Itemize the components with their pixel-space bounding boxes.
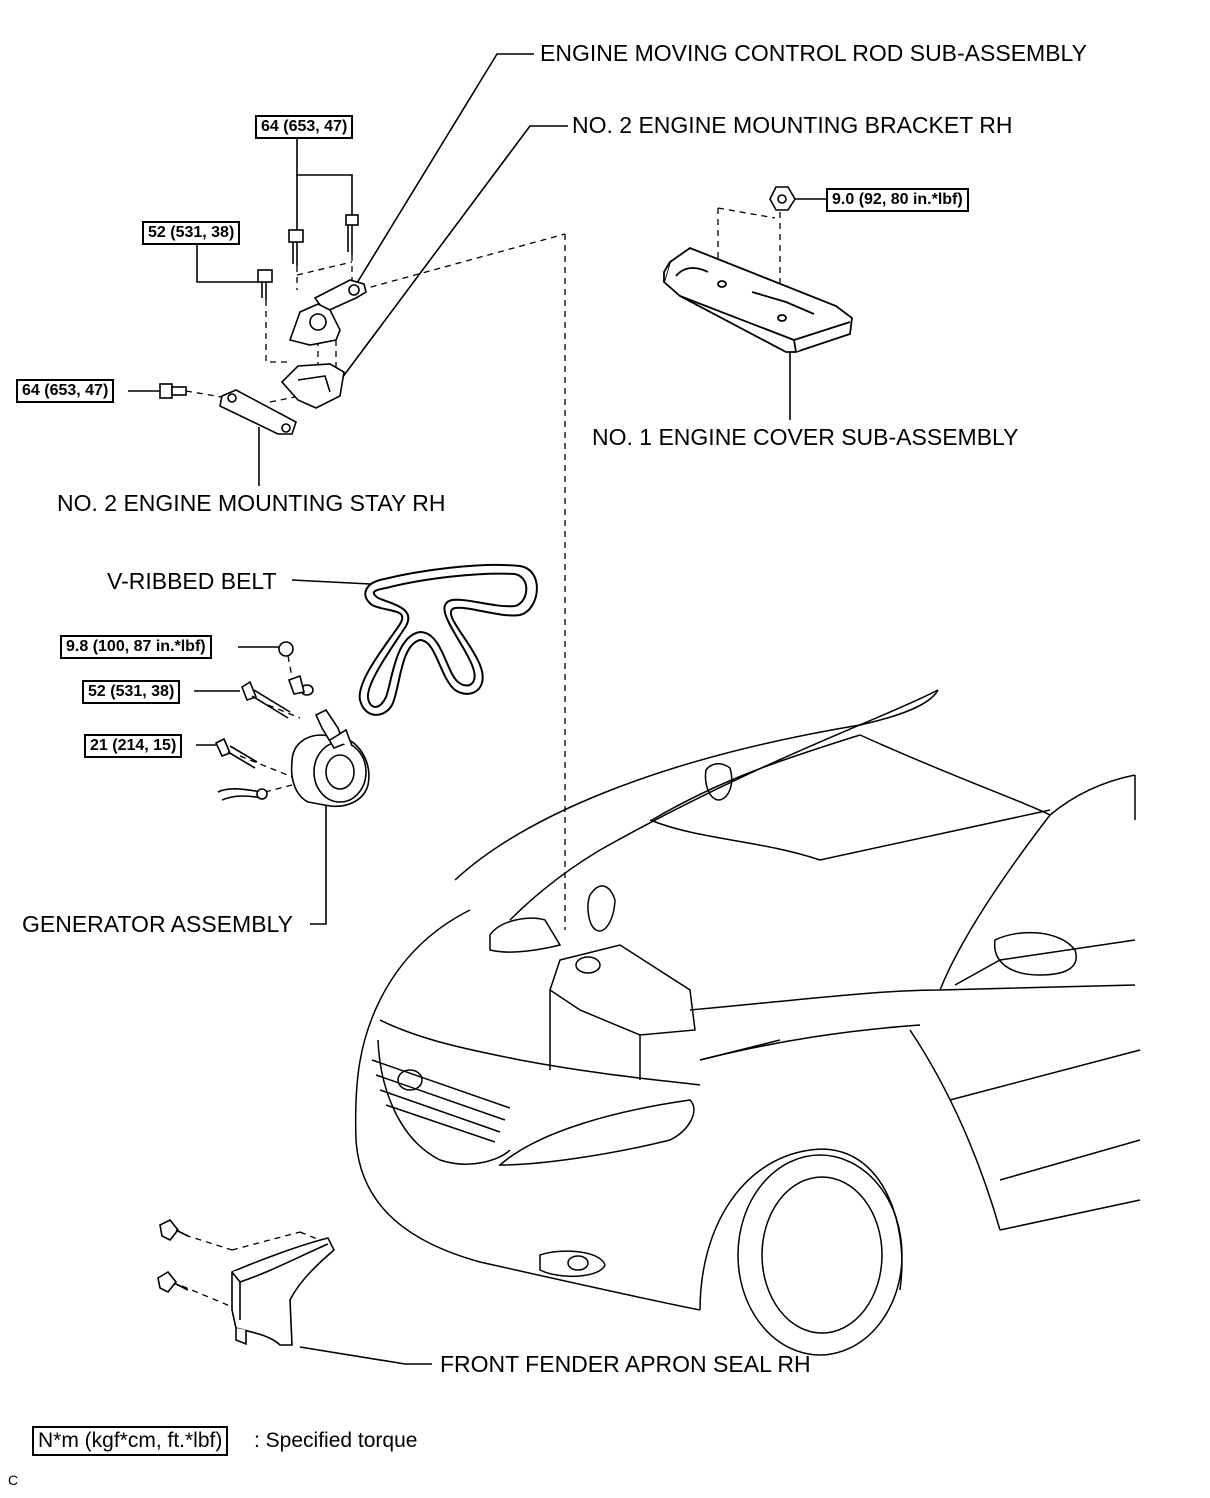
legend-units-box: N*m (kgf*cm, ft.*lbf) [32, 1426, 229, 1456]
figure-code: C [8, 1472, 19, 1488]
torque-box-generator-bolt-upper: 52 (531, 38) [82, 680, 181, 704]
mounting-stay-label: NO. 2 ENGINE MOUNTING STAY RH [57, 490, 446, 516]
torque-box-bracket-bolt: 52 (531, 38) [142, 221, 241, 245]
torque-box-stay-bolt: 64 (653, 47) [16, 379, 115, 403]
v-belt [358, 563, 538, 716]
dashed-lines [181, 207, 781, 1307]
torque-box-control-rod-bolt: 64 (653, 47) [255, 115, 354, 139]
v-belt-label: V-RIBBED BELT [107, 568, 277, 594]
control-rod-label: ENGINE MOVING CONTROL ROD SUB-ASSEMBLY [540, 40, 1087, 66]
torque-box-cover-nut: 9.0 (92, 80 in.*lbf) [826, 188, 969, 212]
leader-lines [128, 53, 826, 1365]
bolts [157, 186, 796, 1294]
mounting-bracket-label: NO. 2 ENGINE MOUNTING BRACKET RH [572, 112, 1013, 138]
torque-box-generator-bolt-lower: 21 (214, 15) [84, 734, 183, 758]
torque-box-generator-nut: 9.8 (100, 87 in.*lbf) [60, 635, 212, 659]
apron-seal-label: FRONT FENDER APRON SEAL RH [440, 1351, 811, 1377]
engine-cover-label: NO. 1 ENGINE COVER SUB-ASSEMBLY [592, 424, 1019, 450]
engine-cover [662, 246, 853, 353]
apron-seal [231, 1237, 335, 1346]
legend-description: : Specified torque [254, 1429, 418, 1452]
car-outline [354, 689, 1141, 1356]
generator [217, 708, 370, 808]
generator-label: GENERATOR ASSEMBLY [22, 911, 293, 937]
mount-parts [219, 279, 367, 435]
